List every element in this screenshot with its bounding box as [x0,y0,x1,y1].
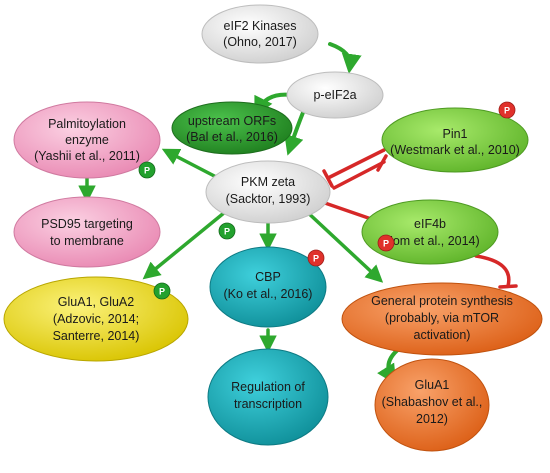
inhibit-pin1-to-pkm-zeta-1-bar [322,169,334,188]
node-pin1-title: Pin1 [442,127,467,141]
phospho-badge-label: P [383,239,389,249]
node-transcription-subtitle: transcription [234,397,302,411]
arrow-pkm-zeta-to-protein-synthesis [303,208,384,283]
node-eif2-kinases-citation: (Ohno, 2017) [223,35,297,49]
node-p-eif2a: p-eIF2a [286,71,384,119]
node-protein-synthesis-detail-2: activation) [414,328,471,342]
node-eif4b-title: eIF4b [414,217,446,231]
node-p-eif2a-title: p-eIF2a [313,88,356,102]
connectors [78,42,518,385]
node-cbp: CBP (Ko et al., 2016) [209,246,327,328]
node-protein-synthesis-title: General protein synthesis [371,294,513,308]
phospho-badge-label: P [224,227,230,237]
phospho-badge-glua1-glua2: P [153,282,171,300]
node-pin1: Pin1 (Westmark et al., 2010) [381,107,529,173]
node-glua1-title: GluA1 [415,378,450,392]
node-glua1-citation-1: (Shabashov et al., [382,395,483,409]
node-glua1-glua2-citation-2: Santerre, 2014) [53,329,140,343]
arrow-pkm-zeta-to-glua1-glua2 [142,206,232,280]
phospho-badge-cbp: P [307,249,325,267]
node-transcription-title: Regulation of [231,380,305,394]
phospho-badge-label: P [313,254,319,264]
node-palmitoylation-citation: (Yashii et al., 2011) [34,149,140,163]
inhibit-eif4b-to-protein-synthesis [474,254,511,288]
node-protein-synthesis-detail-1: (probably, via mTOR [385,311,499,325]
node-glua1: GluA1 (Shabashov et al., 2012) [374,358,490,452]
node-cbp-title: CBP [255,270,281,284]
node-pkm-zeta: PKM zeta (Sacktor, 1993) [205,160,331,224]
node-glua1-glua2-citation-1: (Adzovic, 2014; [53,312,139,326]
inhibit-pin1-to-pkm-zeta-1 [326,148,386,180]
node-psd95-targeting: PSD95 targeting to membrane [13,196,161,268]
node-palmitoylation-enzyme: Palmitoylation enzyme (Yashii et al., 20… [13,101,161,179]
node-psd95-title: PSD95 targeting [41,217,133,231]
node-pin1-citation: (Westmark et al., 2010) [390,143,520,157]
phospho-badge-label: P [159,287,165,297]
phospho-badge-palmitoylation: P [138,161,156,179]
phospho-badge-label: P [504,106,510,116]
node-eif4b: eIF4b (Eom et al., 2014) [361,199,499,265]
node-general-protein-synthesis: General protein synthesis (probably, via… [341,282,543,356]
node-eif2-kinases-title: eIF2 Kinases [224,19,297,33]
node-upstream-orfs-title: upstream ORFs [188,114,276,128]
node-pkm-zeta-citation: (Sacktor, 1993) [226,192,311,206]
arrow-eif2-kinases-to-p-eif2a [328,42,362,74]
arrow-p-eif2a-to-pkm-zeta [284,108,306,156]
phospho-badge-eif4b: P [377,234,395,252]
node-eif4b-citation: (Eom et al., 2014) [380,234,479,248]
node-cbp-citation: (Ko et al., 2016) [224,287,313,301]
phospho-badge-label: P [144,166,150,176]
inhibit-pin1-to-pkm-zeta-2 [332,160,386,190]
node-eif2-kinases: eIF2 Kinases (Ohno, 2017) [201,4,319,64]
phospho-badge-pkm-zeta: P [218,222,236,240]
node-regulation-of-transcription: Regulation of transcription [207,348,329,446]
node-upstream-orfs: upstream ORFs (Bal et al., 2016) [171,101,293,155]
node-pkm-zeta-title: PKM zeta [241,175,295,189]
inhibit-pin1-to-pkm-zeta-2-bar [376,154,388,172]
node-palmitoylation-subtitle: enzyme [65,133,109,147]
node-glua1-citation-2: 2012) [416,412,448,426]
arrow-pkm-zeta-to-palmitoylation [161,148,224,182]
node-glua1-glua2-title: GluA1, GluA2 [58,295,134,309]
node-upstream-orfs-citation: (Bal et al., 2016) [186,130,278,144]
phospho-badge-pin1: P [498,101,516,119]
inhibit-eif4b-to-protein-synthesis-bar [498,284,518,289]
node-palmitoylation-title: Palmitoylation [48,117,126,131]
node-psd95-subtitle: to membrane [50,234,124,248]
node-glua1-glua2: GluA1, GluA2 (Adzovic, 2014; Santerre, 2… [3,276,189,362]
